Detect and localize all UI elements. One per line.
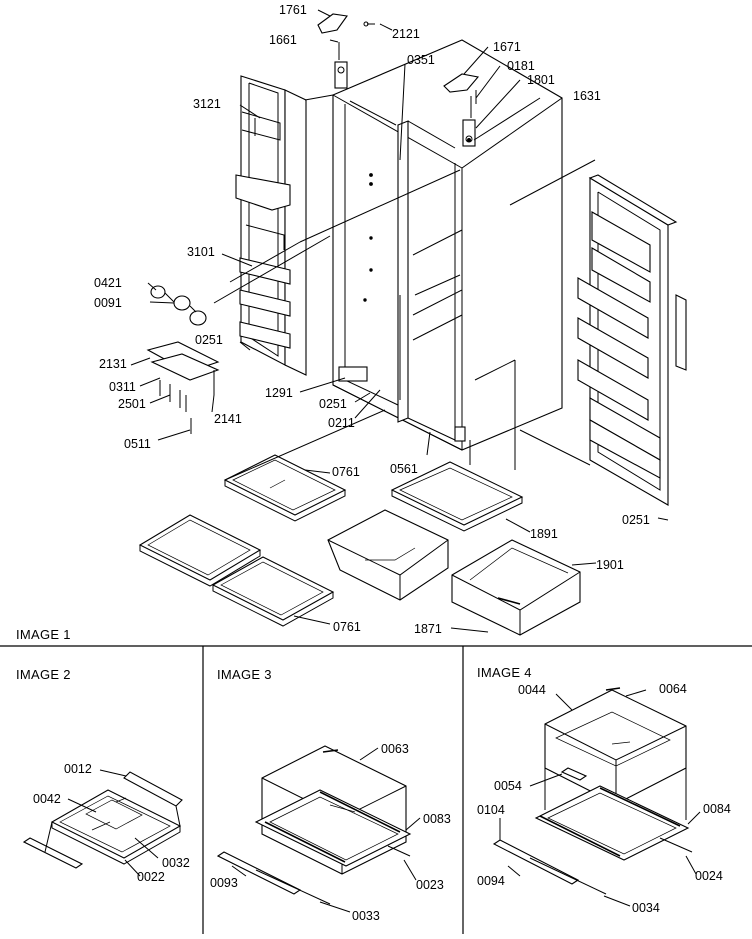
image2-shelf: [22, 769, 183, 877]
part-callout: 0251: [319, 397, 347, 411]
part-callout: 0211: [328, 416, 355, 430]
part-callout: 0311: [109, 380, 136, 394]
crisper-drawers: [327, 509, 581, 636]
part-callout: 0024: [695, 869, 723, 883]
part-callout: 2121: [392, 27, 420, 41]
left-door: [235, 75, 307, 376]
part-callout: 0104: [477, 803, 505, 817]
part-callout: 1671: [493, 40, 521, 54]
part-callout: 2141: [214, 412, 242, 426]
part-callout: 0093: [210, 876, 238, 890]
part-callout: 1661: [269, 33, 297, 47]
part-callout: 0034: [632, 901, 660, 915]
part-callout: 0044: [518, 683, 546, 697]
part-callout: 0511: [124, 437, 151, 451]
part-callout: 0561: [390, 462, 418, 476]
dispenser-parts: [146, 285, 220, 434]
part-callout: 0012: [64, 762, 92, 776]
image3-drawer: [216, 745, 421, 913]
part-callout: 0094: [477, 874, 505, 888]
part-callout: 1901: [596, 558, 624, 572]
cabinet: [317, 13, 563, 451]
part-callout: 1891: [530, 527, 558, 541]
part-callout: 0023: [416, 878, 444, 892]
part-callout: 0022: [137, 870, 165, 884]
part-callout: 0251: [195, 333, 223, 347]
part-callout: 0761: [333, 620, 361, 634]
part-callout: 0032: [162, 856, 190, 870]
right-door: [577, 174, 687, 506]
part-callout: 0084: [703, 802, 731, 816]
part-callout: 3121: [193, 97, 221, 111]
part-callout: 0251: [622, 513, 650, 527]
section-label-image4: IMAGE 4: [477, 665, 532, 680]
part-callout: 0181: [507, 59, 535, 73]
image4-drawer: [492, 687, 701, 907]
part-callout: 0033: [352, 909, 380, 923]
part-callout: 0421: [94, 276, 122, 290]
panel-dividers: [0, 645, 752, 934]
part-callout: 0761: [332, 465, 360, 479]
part-callout: 0091: [94, 296, 122, 310]
part-callout: 0054: [494, 779, 522, 793]
section-label-image2: IMAGE 2: [16, 667, 71, 682]
part-callout: 0063: [381, 742, 409, 756]
part-callout: 0042: [33, 792, 61, 806]
part-callout: 1631: [573, 89, 601, 103]
part-callout: 1871: [414, 622, 442, 636]
leader-lines-image1: [130, 9, 669, 633]
part-callout: 2501: [118, 397, 146, 411]
part-callout: 0083: [423, 812, 451, 826]
part-callout: 0351: [407, 53, 435, 67]
section-label-image3: IMAGE 3: [217, 667, 272, 682]
part-callout: 1761: [279, 3, 307, 17]
part-callout: 0064: [659, 682, 687, 696]
part-callout: 3101: [187, 245, 215, 259]
part-callout: 1291: [265, 386, 293, 400]
part-callout: 1801: [527, 73, 555, 87]
glass-shelves: [138, 454, 524, 627]
part-callout: 2131: [99, 357, 127, 371]
section-label-image1: IMAGE 1: [16, 627, 71, 642]
